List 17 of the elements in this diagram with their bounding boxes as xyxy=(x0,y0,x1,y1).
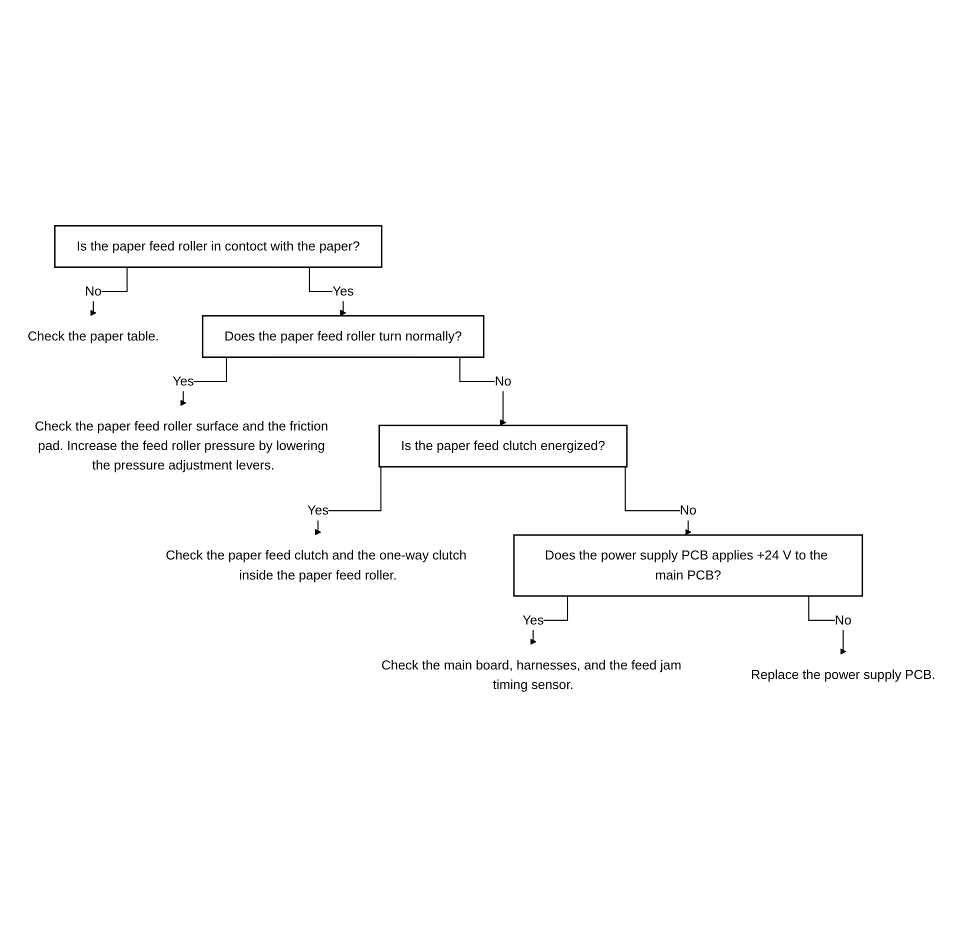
node-box: Is the paper feed roller in contoct with the paper? xyxy=(54,224,382,268)
node-text: Check the paper table. xyxy=(28,328,160,344)
node-text: Check the paper feed clutch and the one-way clutch inside the paper feed roller. xyxy=(166,548,466,582)
edge-label: Yes xyxy=(332,284,354,298)
node-text: Check the paper feed roller surface and the friction pad. Increase the feed roller pressure by lowering the pressure adjustment levers. xyxy=(34,418,328,472)
edge-label: No xyxy=(84,284,102,298)
node-text: Check the main board, harnesses, and the feed jam timing sensor. xyxy=(381,657,682,692)
node-text: Replace the power supply PCB. xyxy=(750,667,936,682)
edge-label: Yes xyxy=(172,374,194,388)
edge-label: No xyxy=(834,612,852,627)
node-box: Does the paper feed roller turn normally? xyxy=(202,314,484,358)
edge-label: No xyxy=(494,374,512,388)
edge-label: Yes xyxy=(522,612,544,627)
edge-label: Yes xyxy=(307,502,329,518)
edge-label: No xyxy=(680,502,697,518)
node-box: Is the paper feed clutch energized? xyxy=(378,424,628,468)
node-box: Does the power supply PCB applies +24 V to the main PCB? xyxy=(513,534,864,597)
